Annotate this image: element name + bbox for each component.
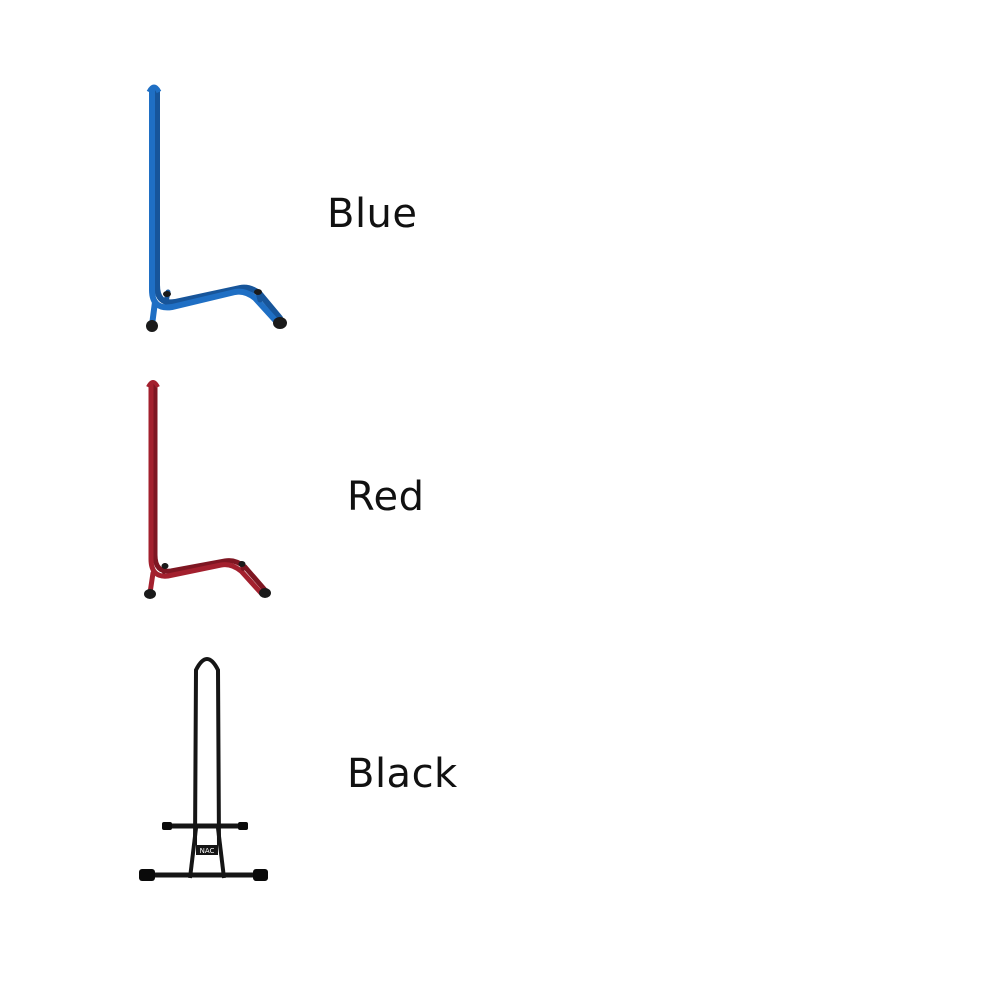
brand-badge: NAC xyxy=(200,847,215,855)
color-label-blue: Blue xyxy=(327,191,418,237)
color-label-red: Red xyxy=(347,474,425,520)
bike-stand-black-image: NAC xyxy=(139,657,268,881)
bike-stand-blue-image xyxy=(146,84,287,332)
color-label-black: Black xyxy=(347,751,458,797)
bike-stand-red-image xyxy=(144,380,271,599)
